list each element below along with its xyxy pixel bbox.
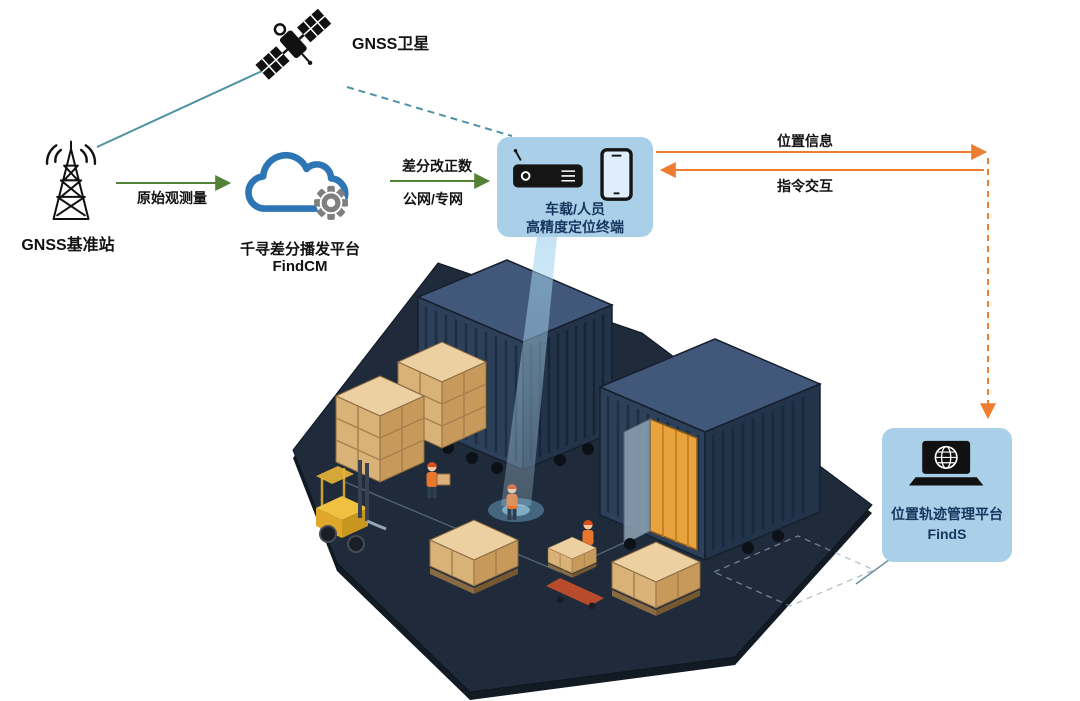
terminal-callout: 车载/人员 高精度定位终端 bbox=[497, 137, 653, 237]
pallet-low-1 bbox=[429, 519, 519, 595]
shipping-container-2 bbox=[598, 338, 822, 571]
platform-product-name: FindS bbox=[927, 526, 967, 542]
shipping-container-1 bbox=[416, 259, 614, 474]
worker-3 bbox=[582, 520, 594, 556]
cloud-icon bbox=[233, 136, 365, 232]
positioning-beam bbox=[501, 237, 557, 506]
signal-waves-icon bbox=[45, 144, 97, 165]
gnss-satellite-label: GNSS卫星 bbox=[352, 36, 430, 53]
terminal-label-line1: 车载/人员 bbox=[545, 201, 605, 217]
smartphone-icon bbox=[600, 148, 633, 201]
pallet-jack bbox=[546, 536, 604, 610]
container-open-door bbox=[649, 417, 698, 552]
cloud-product-name: FindCM bbox=[272, 258, 328, 275]
platform-callout: 位置轨迹管理平台 FindS bbox=[882, 428, 1012, 562]
worker-2 bbox=[506, 484, 518, 520]
floor-edge bbox=[293, 271, 872, 700]
correction-label-line1: 差分改正数 bbox=[402, 158, 472, 174]
correction-label-line2: 公网/专网 bbox=[403, 191, 463, 207]
satellite-to-terminal-link bbox=[346, 86, 513, 137]
laptop-globe-icon bbox=[909, 440, 984, 486]
platform-name: 位置轨迹管理平台 bbox=[891, 506, 1003, 522]
floor bbox=[292, 262, 873, 693]
platform-to-scene-link bbox=[855, 556, 894, 585]
pallet-stack-front bbox=[335, 375, 425, 483]
floor-walkway-line bbox=[344, 481, 749, 573]
gear-icon bbox=[314, 185, 349, 220]
position-info-label: 位置信息 bbox=[777, 133, 833, 149]
beam-glow bbox=[488, 498, 544, 522]
base-station-icon bbox=[25, 138, 117, 230]
cloud-platform-name: 千寻差分播发平台 bbox=[239, 241, 361, 258]
command-interaction-label: 指令交互 bbox=[777, 178, 833, 194]
worker-1 bbox=[426, 462, 438, 498]
forklift bbox=[316, 460, 387, 553]
pallet-stack-back bbox=[397, 341, 487, 449]
terminal-label-line2: 高精度定位终端 bbox=[526, 219, 624, 235]
vehicle-terminal-icon bbox=[513, 148, 633, 201]
gnss-satellite-icon bbox=[248, 5, 343, 90]
floor-marked-zone bbox=[712, 535, 876, 607]
raw-observation-label: 原始观测量 bbox=[137, 190, 207, 206]
pallet-low-2 bbox=[611, 541, 701, 617]
base-station-label: GNSS基准站 bbox=[21, 237, 115, 254]
